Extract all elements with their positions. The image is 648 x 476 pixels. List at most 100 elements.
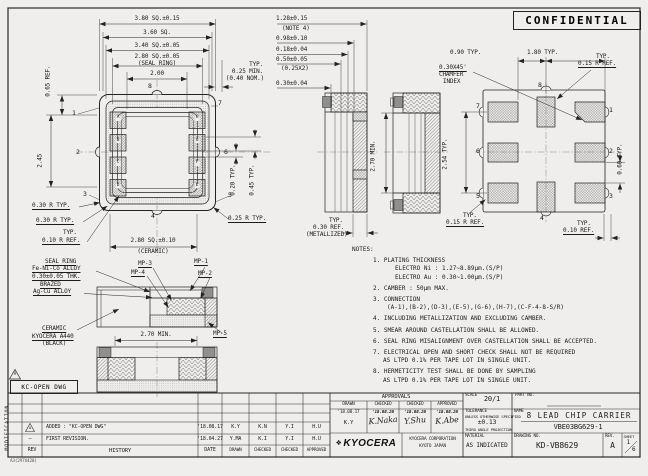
sheet-num: 1 xyxy=(626,439,631,446)
history-row-drawn: K.Y xyxy=(231,424,240,430)
history-row-checked2: Y.I xyxy=(285,424,294,430)
pad-letter-c: C xyxy=(115,160,121,166)
plan-view xyxy=(95,90,220,215)
sheet-label: SHEET xyxy=(623,434,635,439)
tolerance-value: ±0.13 xyxy=(477,418,497,426)
note-line: 1. PLATING THICKNESS xyxy=(373,257,446,265)
dim-200: 2.00 xyxy=(150,70,164,77)
leader-lines xyxy=(76,69,592,334)
history-row-checked1: K.I xyxy=(258,436,267,442)
section-view-half xyxy=(322,92,368,213)
r015-bot-typ: TYP. xyxy=(463,212,477,219)
ceramic-note: (CERAMIC) xyxy=(137,248,169,255)
note-line: 6. SEAL RING MISALIGNMENT OVER CASTELLAT… xyxy=(373,337,597,345)
pad-letter-g: G xyxy=(194,137,200,143)
dim-065-ref: 0.65 REF. xyxy=(44,65,52,97)
history-row-checked2: Y.I xyxy=(285,436,294,442)
plan-pin-5: 5 xyxy=(228,191,232,199)
material-label: MATERIAL xyxy=(465,434,485,439)
bottom-pin-6: 6 xyxy=(476,147,480,155)
dim-090: 0.90 TYP. xyxy=(450,49,482,56)
approvals-header: APPROVALS xyxy=(381,394,411,400)
history-col-history: HISTORY xyxy=(108,447,132,454)
notes-title: NOTES: xyxy=(352,246,374,253)
r015-top: 0.15 R REF. xyxy=(578,60,617,67)
kyocera-logo-text: KYOCERA xyxy=(343,438,397,449)
note-line: ELECTRO Au : 0.30~1.00μm.(S/P) xyxy=(395,273,504,281)
kc-open-dwg-label: KC-OPEN DWG xyxy=(21,383,67,391)
dim-245: 2.45 xyxy=(36,153,44,168)
rev-label: REV. xyxy=(605,434,615,439)
dim-340: 3.40 SQ.±0.05 xyxy=(134,42,180,49)
rev-value: A xyxy=(610,441,615,450)
d010-ref: 0.10 REF. xyxy=(563,227,595,234)
dim-380: 3.80 SQ.±0.15 xyxy=(134,15,180,22)
ceramic-label: CERAMIC xyxy=(42,325,67,332)
dim-040-nom: (0.40 NOM.) xyxy=(225,75,264,82)
tolerance-label: TOLERANCE xyxy=(465,409,487,414)
plan-pin-1: 1 xyxy=(72,109,76,117)
projection-note: THIRD ANGLE PROJECTION xyxy=(465,426,513,432)
plan-pin-8: 8 xyxy=(148,82,152,90)
note-line: 5. SMEAR AROUND CASTELLATION SHALL BE AL… xyxy=(373,326,540,334)
history-col-drawn: DRAWN xyxy=(229,447,242,453)
bottom-pads xyxy=(487,96,606,213)
dim-typ: TYP. xyxy=(249,61,263,68)
kyocera-logo: ❖KYOCERA xyxy=(336,438,396,449)
modification-label: MODIFICATION xyxy=(4,404,11,451)
approval-date: '18.08.17 xyxy=(337,410,360,415)
corp-line1: KYOCERA CORPORATION xyxy=(409,436,456,442)
mp1-label: MP-1 xyxy=(194,258,208,265)
dim-270-min-kc: 2.70 MIN. xyxy=(140,331,172,338)
history-row-checked1: K.N xyxy=(258,424,267,430)
bottom-pin-3: 3 xyxy=(609,192,613,200)
met-typ: TYP. xyxy=(329,217,343,224)
ceramic-grade-label: KYOCERA A440 xyxy=(32,332,74,340)
notes-block: NOTES: 1. PLATING THICKNESS ELECTRO Ni :… xyxy=(352,246,597,385)
pad-letter-a: A xyxy=(115,115,121,121)
mp4-label: MP-4 xyxy=(131,268,145,276)
drawing-no-label: DRAWING NO. xyxy=(514,434,541,439)
drawing-no-value: KD-VB8629 xyxy=(536,441,578,450)
pad-letter-b: B xyxy=(115,137,121,143)
pad-letter-e: E xyxy=(194,182,200,188)
approval-name-drawn: K.Y xyxy=(343,420,354,426)
approval-date: '18.08.20 xyxy=(436,409,458,415)
dim-254: 2.54 TYP. xyxy=(441,138,449,170)
scale-value: 20/1 xyxy=(483,395,501,403)
kc-open-section-2 xyxy=(96,346,218,393)
sheet-size-note: A3(297X420) xyxy=(10,458,37,464)
seal-ring-note: (SEAL RING) xyxy=(137,59,177,67)
corp-line2: KYOTO JAPAN xyxy=(419,443,446,449)
bottom-pin-7: 7 xyxy=(476,102,480,110)
plan-pin-4: 4 xyxy=(151,212,155,220)
pad-letter-f: F xyxy=(194,160,200,166)
dim-r030-a: 0.30 R TYP. xyxy=(32,202,71,209)
dim-r010: 0.10 R REF. xyxy=(42,237,81,244)
note-line: 8. HERMETICITY TEST SHALL BE DONE BY SAM… xyxy=(373,368,536,376)
r015-bot: 0.15 R REF. xyxy=(446,219,485,226)
dim-060: 0.60 TYP. xyxy=(616,143,624,175)
seal-thk-label: 0.30±0.05 THK. xyxy=(32,272,81,280)
part-number: VBE03BG629-1 xyxy=(553,422,603,431)
kyocera-logo-mark: ❖ xyxy=(336,438,342,448)
dim-r025: 0.25 R TYP. xyxy=(228,215,267,222)
seal-ring-label: SEAL RING xyxy=(45,257,77,265)
history-row-desc: ADDED : "KC-OPEN DWG" xyxy=(46,424,107,430)
bottom-pin-8: 8 xyxy=(538,81,542,89)
dim-typ-2: TYP. xyxy=(63,229,77,236)
plan-pin-2: 2 xyxy=(76,148,80,156)
dim-180: 1.80 TYP. xyxy=(527,49,559,56)
history-row-date: '18.08.17 xyxy=(197,424,223,430)
plan-pin-7: 7 xyxy=(218,99,222,107)
bottom-pin-1: 1 xyxy=(609,106,613,114)
scale-label: SCALE xyxy=(465,393,478,398)
confidential-stamp: CONFIDENTIAL xyxy=(513,11,641,30)
approval-signature: Y.Shu xyxy=(403,415,427,426)
history-row-mark: A xyxy=(28,425,32,430)
met-note: (METALLIZED) xyxy=(306,231,348,238)
stack-dim-018: 0.18±0.04 xyxy=(276,46,308,53)
pad-letter-d: D xyxy=(115,182,121,188)
met-030-ref: 0.30 REF. xyxy=(313,224,345,231)
